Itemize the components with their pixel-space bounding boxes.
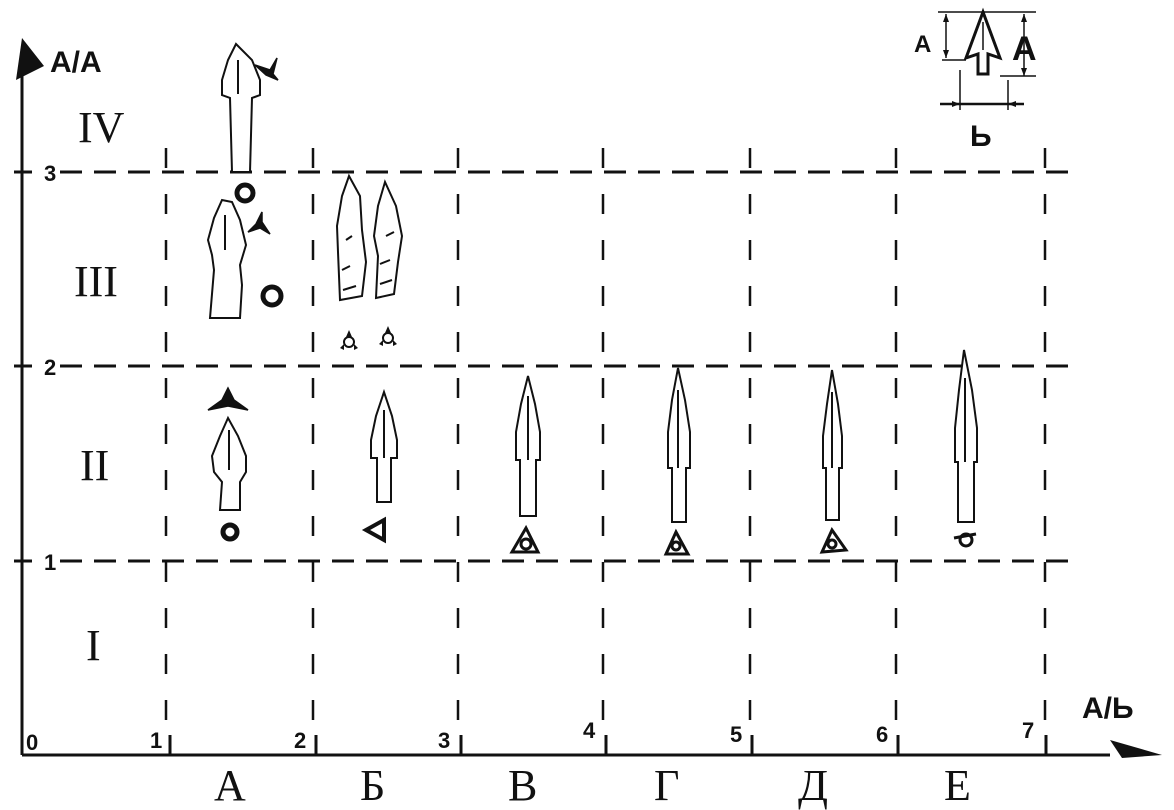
x-tick-label-4: 4 bbox=[583, 718, 596, 743]
arrowhead-II-A bbox=[210, 415, 247, 511]
column-label-В: В bbox=[508, 761, 537, 810]
y-axis-arrowhead bbox=[16, 38, 44, 80]
y-tick-label-3: 3 bbox=[44, 161, 56, 186]
arrowhead-II-D bbox=[822, 369, 843, 521]
column-label-Д: Д bbox=[798, 761, 828, 810]
column-label-Г: Г bbox=[654, 761, 679, 810]
x-axis-title: A/Ь bbox=[1082, 692, 1134, 725]
arrowhead-IV-A bbox=[221, 42, 261, 173]
column-label-Е: Е bbox=[944, 761, 971, 810]
cross-section-II-E bbox=[953, 532, 977, 548]
arrowhead-III-B-left bbox=[335, 173, 368, 302]
row-label-I: I bbox=[86, 621, 101, 670]
column-label-Б: Б bbox=[360, 761, 385, 810]
cross-section-II-D bbox=[819, 526, 849, 554]
cross-section-III-A-ring bbox=[260, 284, 284, 308]
arrowhead-II-B bbox=[370, 388, 398, 503]
legend-height-left-label: A bbox=[914, 31, 931, 58]
x-axis-arrowhead bbox=[1110, 740, 1162, 758]
x-tick-label-7: 7 bbox=[1022, 718, 1034, 743]
row-label-IV: IV bbox=[78, 103, 125, 152]
arrowhead-II-G bbox=[667, 367, 691, 523]
x-tick-label-5: 5 bbox=[730, 722, 742, 747]
cross-section-II-G bbox=[663, 528, 691, 556]
cross-section-II-V bbox=[509, 524, 541, 554]
arrowhead-II-V bbox=[515, 375, 541, 517]
arrowhead-III-B-right bbox=[372, 179, 404, 300]
arrowhead-II-E bbox=[954, 349, 978, 523]
y-axis-title: A/A bbox=[50, 46, 102, 79]
column-label-А: А bbox=[214, 761, 246, 810]
legend-width-label: Ь bbox=[970, 120, 992, 153]
x-tick-label-3: 3 bbox=[438, 728, 450, 753]
x-tick-label-6: 6 bbox=[876, 722, 888, 747]
cross-section-III-B-right bbox=[379, 326, 397, 346]
y-tick-label-1: 1 bbox=[44, 550, 56, 575]
cross-section-II-A-trilobe bbox=[207, 386, 249, 411]
row-label-III: III bbox=[74, 257, 118, 306]
y-tick-label-2: 2 bbox=[44, 355, 56, 380]
legend-height-right-label: A bbox=[1012, 30, 1037, 68]
cross-section-IV-A-ring bbox=[234, 182, 256, 204]
x-tick-label-2: 2 bbox=[294, 728, 306, 753]
arrowhead-III-A bbox=[206, 198, 248, 319]
x-tick-label-1: 1 bbox=[150, 728, 162, 753]
cross-section-III-A-trilobe bbox=[247, 211, 271, 235]
row-label-II: II bbox=[80, 441, 109, 490]
cross-section-II-B bbox=[361, 516, 386, 544]
cross-section-II-A-ring bbox=[220, 522, 240, 542]
origin-label: 0 bbox=[26, 730, 38, 755]
measurement-legend bbox=[938, 7, 1036, 110]
cross-section-III-B-left bbox=[340, 330, 358, 350]
cross-section-IV-A-trilobe bbox=[254, 57, 279, 81]
